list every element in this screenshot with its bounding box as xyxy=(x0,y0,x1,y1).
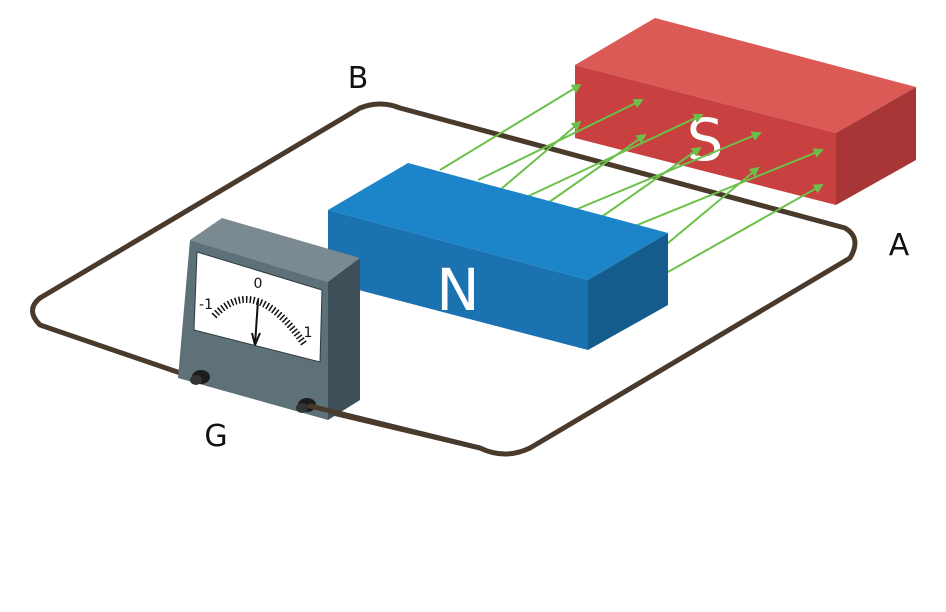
galvanometer-side xyxy=(328,258,360,420)
north-magnet-front xyxy=(328,210,588,350)
scale-label-center: 0 xyxy=(254,276,263,292)
wire-left-segment xyxy=(30,295,198,381)
galvanometer: -1 0 1 xyxy=(178,218,360,420)
south-pole-label: S xyxy=(687,106,724,174)
scale-label-right: 1 xyxy=(304,325,313,341)
field-line xyxy=(519,113,704,201)
field-line xyxy=(599,146,702,219)
north-magnet: N xyxy=(328,163,668,350)
south-magnet-top xyxy=(575,18,916,133)
north-magnet-top xyxy=(328,163,668,280)
north-pole-label: N xyxy=(436,256,479,324)
field-line xyxy=(667,184,824,273)
field-line xyxy=(439,83,582,171)
north-magnet-side xyxy=(588,233,668,350)
wire-loop xyxy=(37,101,858,457)
field-line xyxy=(499,120,582,191)
field-line xyxy=(544,133,647,206)
scale-label-left: -1 xyxy=(199,297,213,313)
field-line xyxy=(661,166,760,249)
field-line xyxy=(629,148,824,229)
galvanometer-terminal-left xyxy=(190,370,210,385)
label-a: A xyxy=(889,228,910,263)
galvanometer-top xyxy=(190,218,360,282)
wire-terminal-segment xyxy=(307,403,483,451)
south-magnet: S xyxy=(575,18,916,205)
label-b: B xyxy=(348,61,369,96)
galvanometer-needle xyxy=(251,299,261,346)
label-g: G xyxy=(204,419,227,454)
south-magnet-side xyxy=(836,87,916,205)
magnetic-field-lines xyxy=(439,83,824,273)
